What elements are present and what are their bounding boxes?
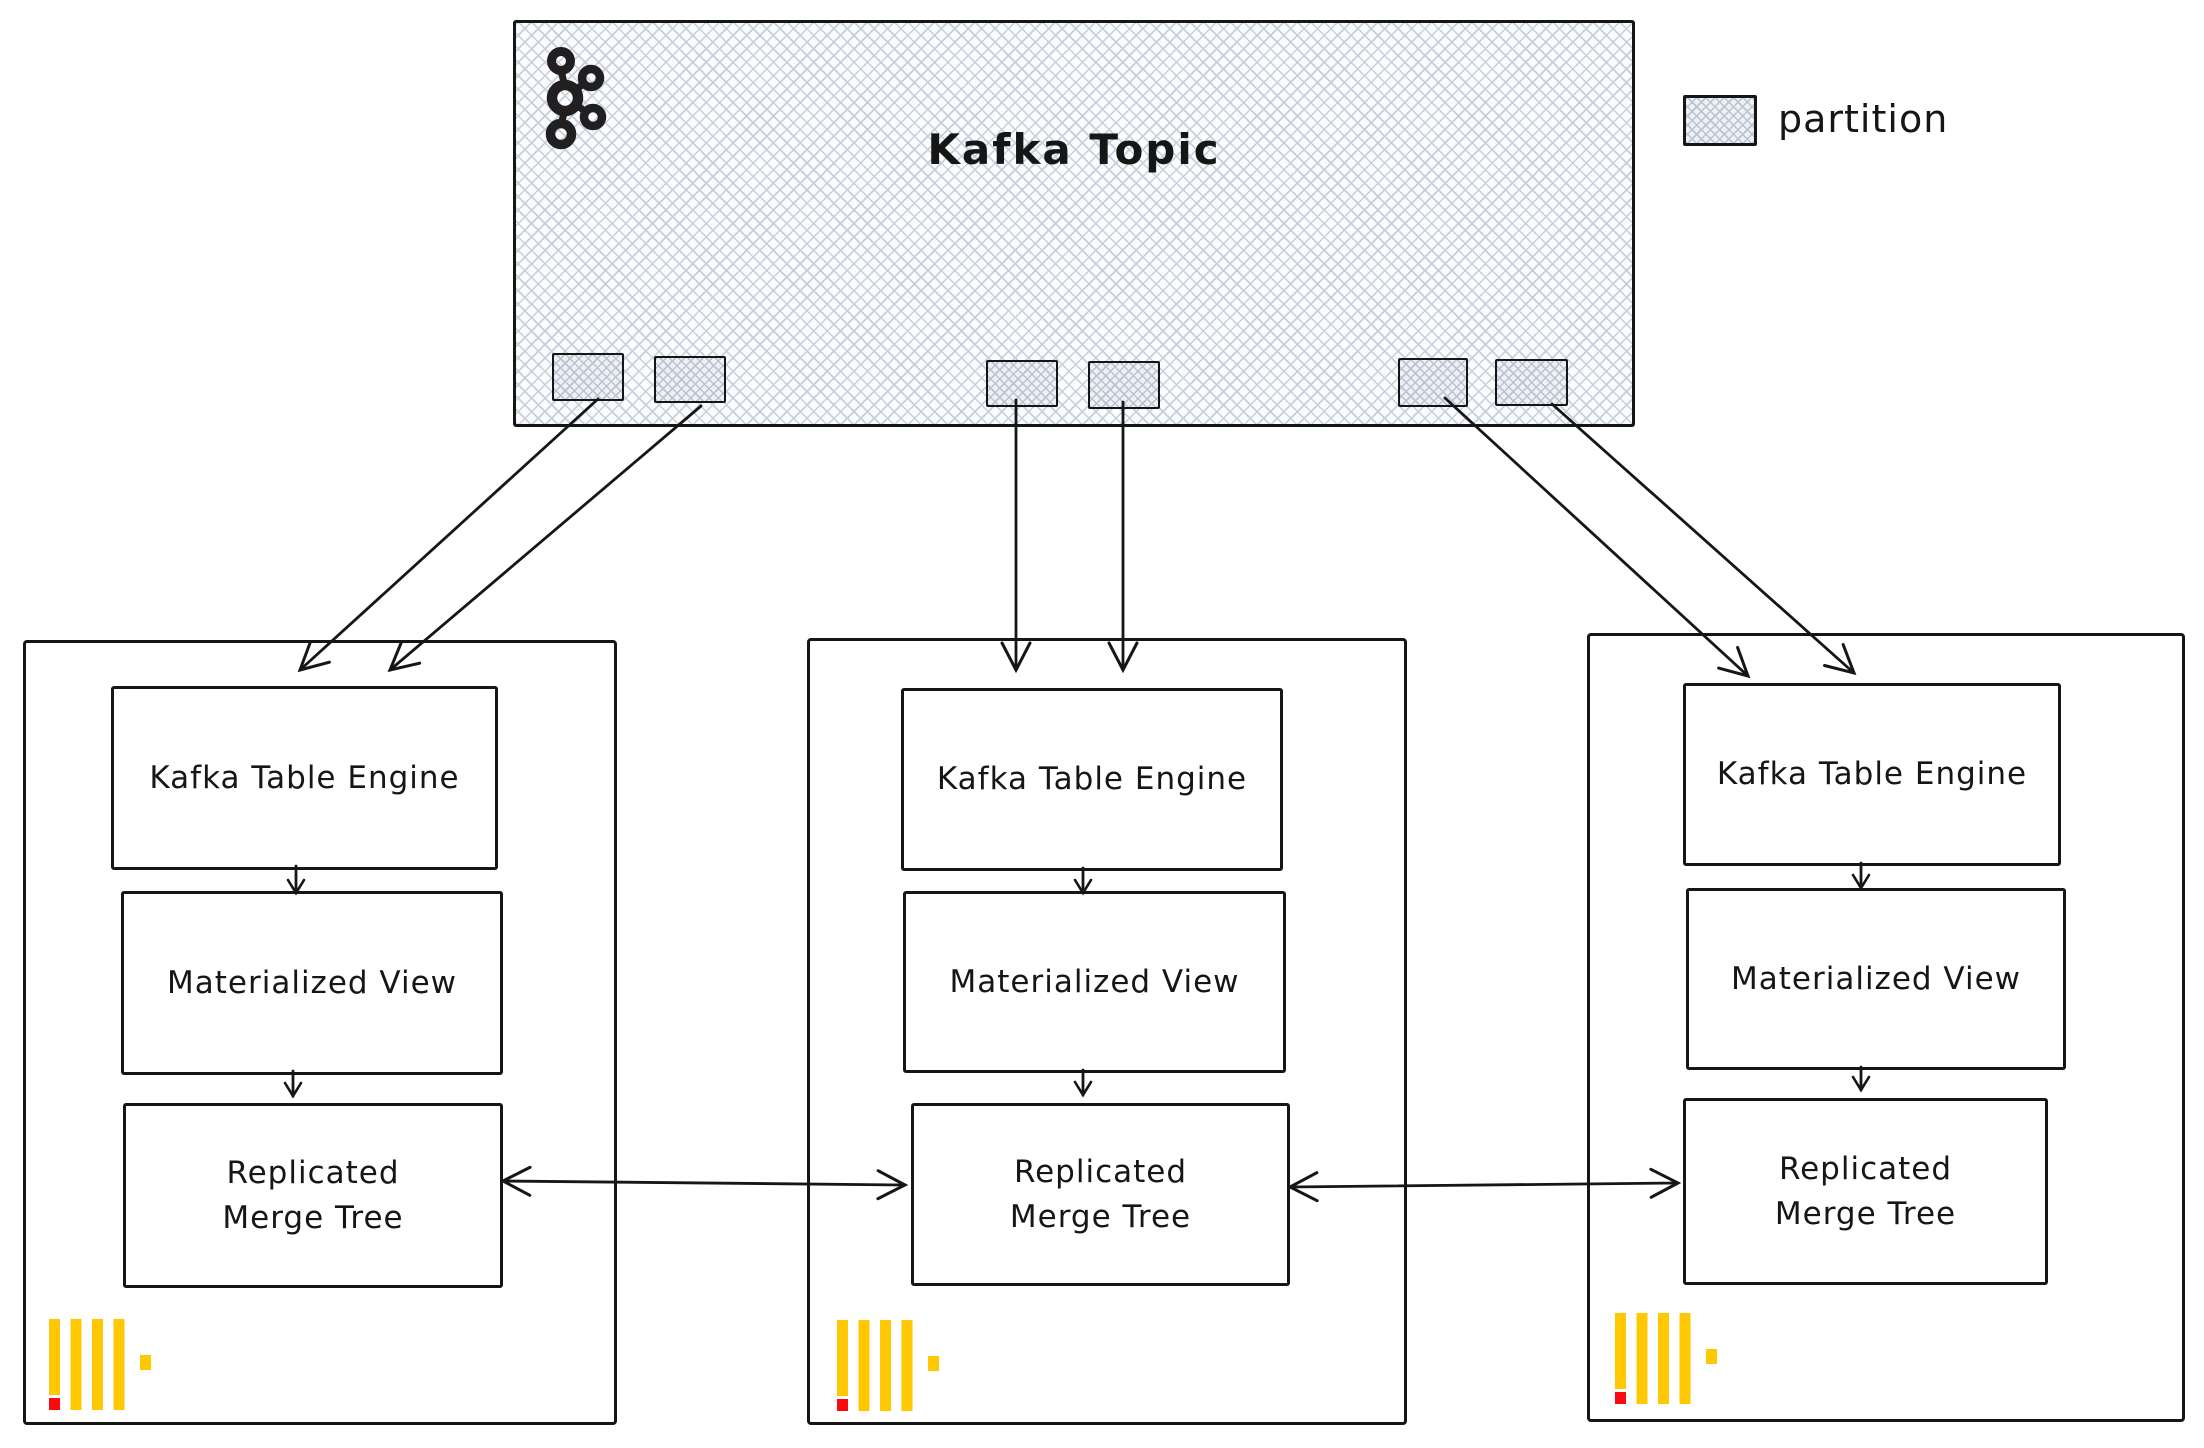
replicated-merge-tree-label: Replicated Merge Tree [222,1154,404,1236]
partition-swatch-icon [1683,95,1757,146]
partition-0 [552,353,624,401]
replicated-merge-tree-box: Replicated Merge Tree [1683,1098,2048,1285]
materialized-view-box: Materialized View [903,891,1286,1073]
replicated-merge-tree-box: Replicated Merge Tree [123,1103,503,1288]
kafka-table-engine-box: Kafka Table Engine [901,688,1283,871]
materialized-view-label: Materialized View [167,964,457,1001]
topic-title: Kafka Topic [927,125,1221,174]
replica-node-2: Kafka Table Engine Materialized View Rep… [807,638,1407,1425]
kafka-topic-box: Kafka Topic [513,20,1635,427]
materialized-view-box: Materialized View [1686,888,2066,1070]
arrow-partition-to-node1-a [297,397,600,673]
partition-4 [1398,358,1468,407]
kafka-icon [545,47,607,150]
partition-5 [1495,359,1568,406]
kafka-table-engine-label: Kafka Table Engine [1716,756,2028,793]
kafka-table-engine-box: Kafka Table Engine [1683,683,2061,866]
partition-2 [986,360,1058,407]
replicated-merge-tree-box: Replicated Merge Tree [911,1103,1290,1286]
materialized-view-label: Materialized View [1731,960,2021,997]
replicated-merge-tree-label: Replicated Merge Tree [1774,1150,1957,1232]
replica-node-3: Kafka Table Engine Materialized View Rep… [1587,633,2185,1422]
clickhouse-icon [1615,1313,1717,1404]
partition-1 [654,356,726,403]
materialized-view-box: Materialized View [121,891,503,1075]
kafka-table-engine-label: Kafka Table Engine [149,759,460,796]
kafka-table-engine-label: Kafka Table Engine [936,761,1248,798]
arrow-partition-to-node1-b [387,404,703,673]
partition-3 [1088,361,1160,409]
kafka-table-engine-box: Kafka Table Engine [111,686,498,870]
replica-node-1: Kafka Table Engine Materialized View Rep… [23,640,617,1425]
legend-label: partition [1778,97,1949,141]
legend: partition [1683,95,2103,147]
clickhouse-icon [837,1320,939,1411]
materialized-view-label: Materialized View [949,963,1240,1000]
replicated-merge-tree-label: Replicated Merge Tree [1009,1153,1192,1235]
clickhouse-icon [49,1319,151,1410]
